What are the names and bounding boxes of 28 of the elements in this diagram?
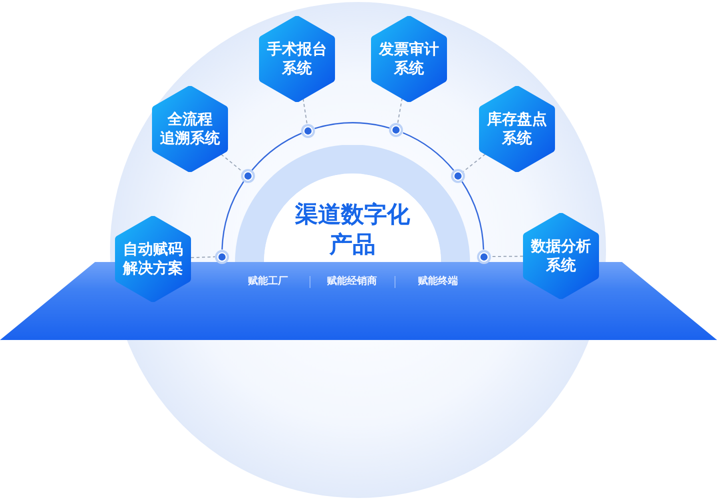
connector-line	[220, 154, 243, 172]
half-ring	[235, 145, 470, 262]
arc-line	[461, 181, 484, 250]
arc-dot	[240, 168, 255, 183]
tile-label: 全流程追溯系统	[160, 110, 220, 148]
arc-dot	[301, 124, 316, 138]
tile-label: 发票审计系统	[378, 40, 440, 78]
platform-label: 赋能经销商	[327, 276, 377, 288]
tile-label: 数据分析系统	[530, 237, 592, 275]
arc-line	[221, 181, 244, 250]
tile-label: 自动赋码解决方案	[122, 240, 184, 278]
platform-label: 赋能终端	[418, 276, 458, 288]
arc-dot	[389, 123, 404, 138]
connector-line	[302, 98, 308, 124]
connector-line	[190, 256, 216, 258]
connector-line	[490, 256, 524, 258]
product-title: 渠道数字化产品	[294, 201, 411, 260]
connector-line	[462, 154, 486, 172]
tile-label: 库存盘点系统	[486, 110, 548, 148]
arc-line	[402, 132, 454, 171]
platform-label: 赋能工厂	[248, 276, 288, 288]
arc-line	[314, 122, 390, 130]
arc-line	[252, 132, 302, 171]
arc-dot	[215, 250, 230, 264]
arc-dot	[450, 168, 465, 183]
connector-line	[397, 98, 403, 124]
tile-label: 手术报台系统	[266, 40, 328, 78]
arc-dot	[476, 250, 491, 264]
